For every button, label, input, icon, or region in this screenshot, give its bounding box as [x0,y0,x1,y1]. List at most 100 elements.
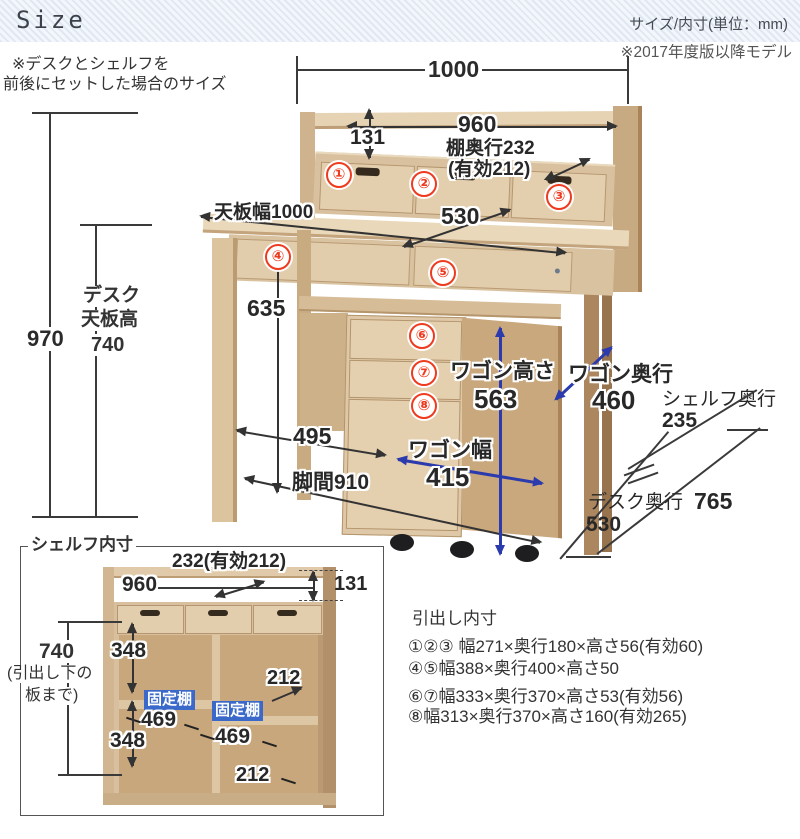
depth-line-tick [566,556,611,558]
inner-width-line [134,587,314,589]
drawer-handle-slot [208,610,228,616]
dim-shelf-depth-value: 235 [662,409,698,432]
dim-740-note1: (引出し下の [4,665,96,683]
shelf-right-back-leg [602,290,612,552]
dim-tick [58,621,122,623]
page-title: Size [16,6,86,34]
arrow-wagon-height [495,326,506,556]
dim-tick [32,112,138,114]
dim-shelf-inner-width2: 960 [122,573,158,596]
desk-drawer-4 [235,238,411,286]
dim-tick [32,516,138,518]
cabinet-drawer [185,605,252,634]
dim-overall-width: 1000 [425,56,483,83]
dim-under-desk-clearance: 635 [247,295,286,321]
under-desk-cubby [300,313,348,431]
dim-wagon-depth-label: ワゴン奥行 [568,363,673,386]
drawer-inner-row-3: ⑥⑦幅333×奥行370×高さ53(有効56) [408,687,684,706]
cabinet-top-board [103,567,335,578]
dim-desk-height-label2: 天板高 [78,309,142,331]
cabinet-right-panel [323,567,336,808]
cabinet-inner-right [318,635,323,793]
dim-shelf-upper-height: 131 [350,126,386,149]
dim-740: 740 [36,640,78,664]
drawer-inner-row-2: ④⑤幅388×奥行400×高さ50 [408,659,619,678]
dim-tick [58,774,122,776]
dim-desk-top-width: 天板幅1000 [214,202,314,223]
dashed-line [299,570,343,571]
dim-desk-depth-value: 530 [586,513,622,536]
dim-desk-top-depth: 530 [441,203,480,229]
dim-tick [627,56,629,104]
drawer-handle-slot [277,610,297,616]
dim-wagon-width-label: ワゴン幅 [408,439,492,462]
dim-shelf-top-depth: 232(有効212) [172,551,287,572]
dim-740-note2: 板まで) [22,687,82,705]
fixed-shelf-chip-right: 固定棚 [212,701,264,721]
unit-note: サイズ/内寸(単位：mm) [629,16,788,33]
shelf-right-panel [613,106,642,292]
dim-line-overall-height [49,112,51,517]
cabinet-right-fixed-shelf [220,716,318,725]
drawer-keyhole [554,268,560,274]
dim-lower-212: 212 [236,764,270,786]
wagon-caster [390,534,414,551]
dim-knee-space: 495 [293,423,332,449]
section-header-bar [0,0,800,42]
combo-note-line1: ※デスクとシェルフを [12,56,170,73]
dim-combined-depth: 765 [694,488,733,514]
dim-shelf-board-depth-2: (有効212) [448,159,531,180]
depth-line-combined [596,427,761,555]
marker-4: ④ [265,244,291,270]
fixed-shelf-chip-left: 固定棚 [144,690,196,710]
arrow-lower-348 [127,700,138,768]
cabinet-left-panel [103,567,114,804]
marker-8: ⑧ [411,393,437,419]
wagon-caster [515,545,539,562]
arrow-top-inner-height [308,570,319,602]
marker-3: ③ [546,184,572,210]
wagon-caster [450,541,474,558]
dim-lower-348: 348 [110,729,146,752]
dim-wagon-depth-value: 460 [592,385,636,415]
shelf-left-panel [300,112,315,232]
shelf-right-front-leg [584,290,599,555]
marker-7: ⑦ [411,360,437,386]
marker-5: ⑤ [430,260,456,286]
dim-leg-span: 脚間910 [292,471,370,494]
shelf-inner-title: シェルフ内寸 [28,535,136,555]
model-year-note: ※2017年度版以降モデル [620,44,792,61]
dim-tick [80,224,152,226]
drawer-handle-slot [140,610,160,616]
dim-shelf-board-depth-1: 棚奥行232 [446,138,535,159]
dim-shelf-depth-label: シェルフ奥行 [662,389,777,410]
dim-desk-height-value: 740 [88,334,128,356]
dim-desk-height-label1: デスク [80,285,144,307]
dashed-line [299,600,343,601]
arrow-under-desk-clearance [272,250,283,494]
arrow-shelf-inner-width [346,121,618,132]
dim-desk-depth-label: デスク奥行 [588,492,684,513]
dim-upper-212: 212 [267,667,301,689]
dim-wagon-width-value: 415 [426,462,470,492]
arrow-upper-348 [127,622,138,694]
dim-wagon-height-label: ワゴン高さ [450,360,555,383]
drawer-handle-slot [355,167,380,177]
wagon-drawer-7 [348,359,462,401]
dim-upper-348: 348 [111,639,147,662]
marker-2: ② [411,171,437,197]
cabinet-inner-left [114,635,119,793]
dim-tick [296,56,298,104]
dim-shelf-inner-width: 960 [458,111,497,137]
wagon-drawer-6 [349,318,463,362]
desk-left-front-leg [212,238,237,522]
arrow-shelf-upper-height [364,108,375,160]
dim-top-inner-height: 131 [334,573,368,595]
depth-line-tick [727,429,768,431]
dim-line-desk-height [95,224,97,517]
marker-6: ⑥ [409,323,435,349]
marker-1: ① [326,162,352,188]
cabinet-drawer [117,605,184,634]
dim-right-469: 469 [215,725,251,748]
